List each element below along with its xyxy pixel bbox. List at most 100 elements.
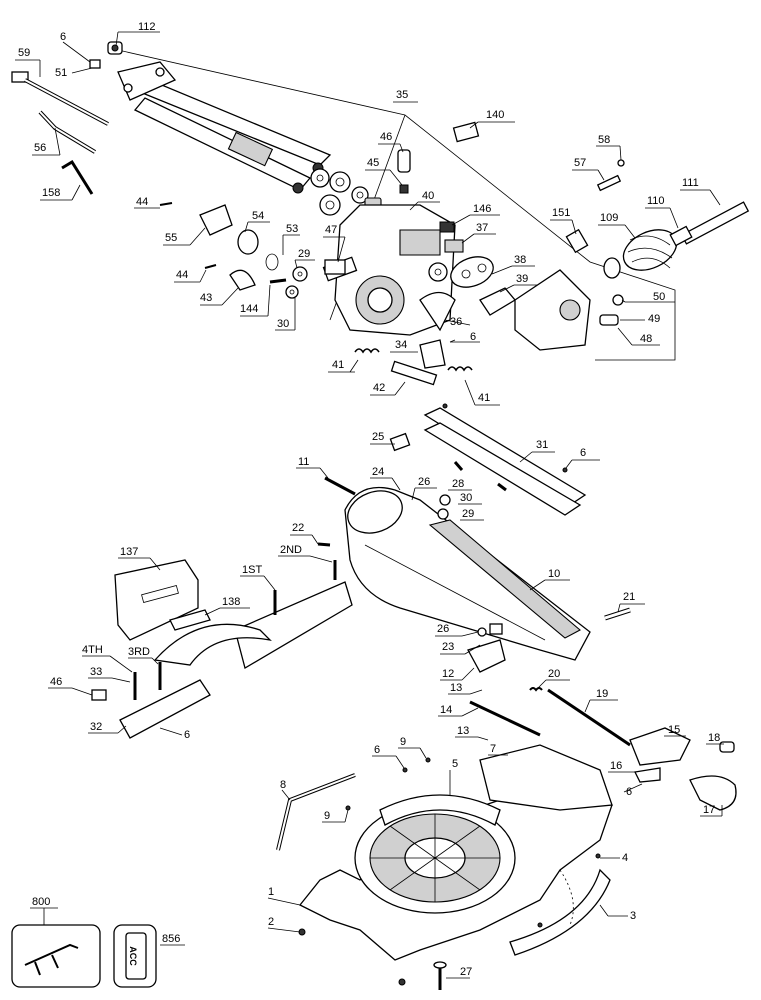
- fence-137: [114, 559, 199, 641]
- label-25: 25: [372, 431, 384, 443]
- rod-111: [669, 201, 750, 247]
- washers-38-39: [428, 256, 516, 316]
- label-16: 16: [610, 760, 622, 772]
- label-146: 146: [473, 203, 491, 215]
- label-31: 31: [536, 439, 548, 451]
- bracket-12: [467, 639, 506, 673]
- label-111: 111: [682, 177, 699, 189]
- pin-11: [324, 476, 356, 496]
- wrench-56: [38, 110, 97, 154]
- label-53: 53: [286, 223, 298, 235]
- label-40: 40: [422, 190, 434, 202]
- handle-15: [629, 727, 691, 766]
- label-46: 46: [380, 131, 392, 143]
- label-6b: 6: [470, 331, 476, 343]
- label-7: 7: [490, 743, 496, 755]
- label-29b: 29: [462, 508, 474, 520]
- label-45: 45: [367, 157, 379, 169]
- label-55: 55: [165, 232, 177, 244]
- label-43: 43: [200, 292, 212, 304]
- plate-16: [634, 767, 661, 783]
- label-158: 158: [42, 187, 60, 199]
- lock-46-45: [397, 149, 411, 194]
- label-6: 6: [60, 31, 66, 43]
- label-10: 10: [548, 568, 560, 580]
- label-3rd: 3RD: [128, 646, 150, 658]
- label-44b: 44: [176, 269, 188, 281]
- label-4th: 4TH: [82, 644, 103, 656]
- springs-41: [354, 339, 473, 386]
- pin-57-58: [596, 159, 625, 192]
- fence-arc: [153, 623, 272, 666]
- label-41b: 41: [478, 392, 490, 404]
- knob-17: [689, 775, 737, 811]
- label-2: 2: [268, 916, 274, 928]
- box-800: [11, 924, 101, 988]
- label-14: 14: [440, 704, 452, 716]
- label-42: 42: [373, 382, 385, 394]
- label-41: 41: [332, 359, 344, 371]
- label-30b: 30: [460, 492, 472, 504]
- pad-47: [324, 259, 346, 275]
- pad-146: [439, 221, 455, 233]
- label-6d: 6: [184, 729, 190, 741]
- label-9: 9: [400, 736, 406, 748]
- label-137: 137: [120, 546, 138, 558]
- rod-14: [469, 700, 541, 737]
- label-3: 3: [630, 910, 636, 922]
- handle-8: [276, 773, 356, 851]
- label-8: 8: [280, 779, 286, 791]
- label-1st: 1ST: [242, 564, 262, 576]
- label-47: 47: [325, 224, 337, 236]
- label-12: 12: [442, 668, 454, 680]
- hex-rod-59: [11, 71, 109, 126]
- label-58: 58: [598, 134, 610, 146]
- label-26: 26: [418, 476, 430, 488]
- label-2nd: 2ND: [280, 544, 302, 556]
- base-1: [298, 744, 613, 961]
- label-50: 50: [653, 291, 665, 303]
- label-57: 57: [574, 157, 586, 169]
- clip-51: [89, 59, 101, 69]
- label-15: 15: [668, 724, 680, 736]
- label-48: 48: [640, 333, 652, 345]
- label-109: 109: [600, 212, 618, 224]
- label-17: 17: [703, 804, 715, 816]
- label-6c: 6: [580, 447, 586, 459]
- label-39: 39: [516, 273, 528, 285]
- label-112: 112: [138, 21, 156, 33]
- label-13: 13: [450, 682, 462, 694]
- label-34: 34: [395, 339, 407, 351]
- label-54: 54: [252, 210, 264, 222]
- label-6e: 6: [374, 744, 380, 756]
- bracket-right: [514, 269, 624, 351]
- lock-46b: [91, 689, 107, 701]
- label-4: 4: [622, 852, 628, 864]
- label-13b: 13: [457, 725, 469, 737]
- label-28: 28: [452, 478, 464, 490]
- pad-138: [169, 609, 211, 631]
- label-51: 51: [55, 67, 67, 79]
- pad-25: [389, 432, 411, 452]
- rail-31: [423, 403, 587, 516]
- pad-37: [444, 239, 464, 253]
- label-22: 22: [292, 522, 304, 534]
- label-49: 49: [648, 313, 660, 325]
- arm-10: [344, 486, 591, 661]
- label-59: 59: [18, 47, 30, 59]
- pad-140: [452, 121, 480, 143]
- decal-text: ACC: [128, 946, 138, 966]
- label-5: 5: [452, 758, 458, 770]
- label-23: 23: [442, 641, 454, 653]
- label-19: 19: [596, 688, 608, 700]
- rod-19: [547, 688, 631, 747]
- label-38: 38: [514, 254, 526, 266]
- hex-key-158: [61, 159, 94, 195]
- label-21: 21: [623, 591, 635, 603]
- ring-5: [379, 794, 501, 826]
- label-138: 138: [222, 596, 240, 608]
- label-9b: 9: [324, 810, 330, 822]
- cap-18: [719, 741, 735, 753]
